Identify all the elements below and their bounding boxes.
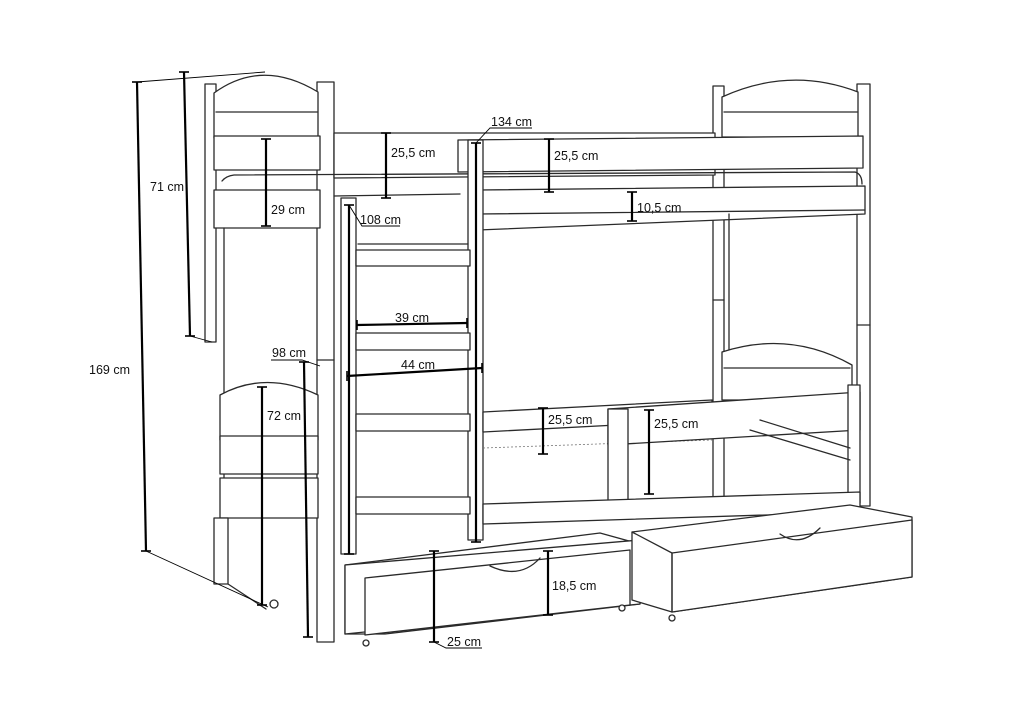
lower-headboard-height-label: 72 cm bbox=[267, 409, 301, 423]
upper-rail-1-label: 25,5 cm bbox=[391, 146, 435, 160]
drawer-height-dimension bbox=[543, 550, 553, 616]
lower-bed-rails bbox=[482, 384, 861, 525]
lower-rail-2-label: 25,5 cm bbox=[654, 417, 698, 431]
dimension-labels: 169 cm 71 cm 29 cm 25,5 cm 134 cm 25,5 c… bbox=[89, 115, 698, 649]
upper-bed-rails bbox=[213, 132, 866, 231]
ladder-step-dimension bbox=[356, 318, 468, 330]
upper-rail-height-label: 29 cm bbox=[271, 203, 305, 217]
length-label: 134 cm bbox=[491, 115, 532, 129]
upper-rail-2-label: 25,5 cm bbox=[554, 149, 598, 163]
lower-headboard-height-dimension bbox=[257, 386, 267, 606]
ladder-step-label: 39 cm bbox=[395, 311, 429, 325]
leg-height-label: 98 cm bbox=[272, 346, 306, 360]
drawer-depth-label: 25 cm bbox=[447, 635, 481, 649]
upper-headboard-height-label: 71 cm bbox=[150, 180, 184, 194]
upper-rail-2-dimension bbox=[544, 138, 554, 193]
upper-headboard-height-dimension bbox=[179, 71, 213, 343]
lower-right-headboard bbox=[721, 342, 853, 401]
drawer-height-label: 18,5 cm bbox=[552, 579, 596, 593]
ladder-width-dimension bbox=[346, 363, 483, 381]
ladder-height-label: 108 cm bbox=[360, 213, 401, 227]
upper-left-headboard bbox=[213, 74, 319, 139]
total-height-dimension bbox=[132, 71, 269, 608]
total-height-label: 169 cm bbox=[89, 363, 130, 377]
dimension-lines bbox=[132, 71, 654, 649]
length-dimension bbox=[471, 127, 532, 543]
ladder-width-label: 44 cm bbox=[401, 358, 435, 372]
drawer-depth-dimension bbox=[429, 550, 482, 649]
upper-rail-1-dimension bbox=[381, 132, 391, 199]
upper-mattress-gap-label: 10,5 cm bbox=[637, 201, 681, 215]
ladder-height-dimension bbox=[344, 204, 400, 555]
lower-left-headboard bbox=[213, 381, 319, 610]
upper-mattress-gap-dimension bbox=[627, 191, 637, 222]
lower-rail-2-dimension bbox=[644, 409, 654, 495]
lower-rail-1-dimension bbox=[538, 407, 548, 455]
right-drawer bbox=[631, 504, 913, 622]
leg-height-dimension bbox=[271, 359, 321, 638]
left-drawer bbox=[344, 532, 641, 647]
ladder bbox=[340, 139, 484, 555]
lower-rail-1-label: 25,5 cm bbox=[548, 413, 592, 427]
upper-rail-height-dimension bbox=[261, 138, 271, 227]
upper-right-headboard bbox=[721, 79, 859, 138]
